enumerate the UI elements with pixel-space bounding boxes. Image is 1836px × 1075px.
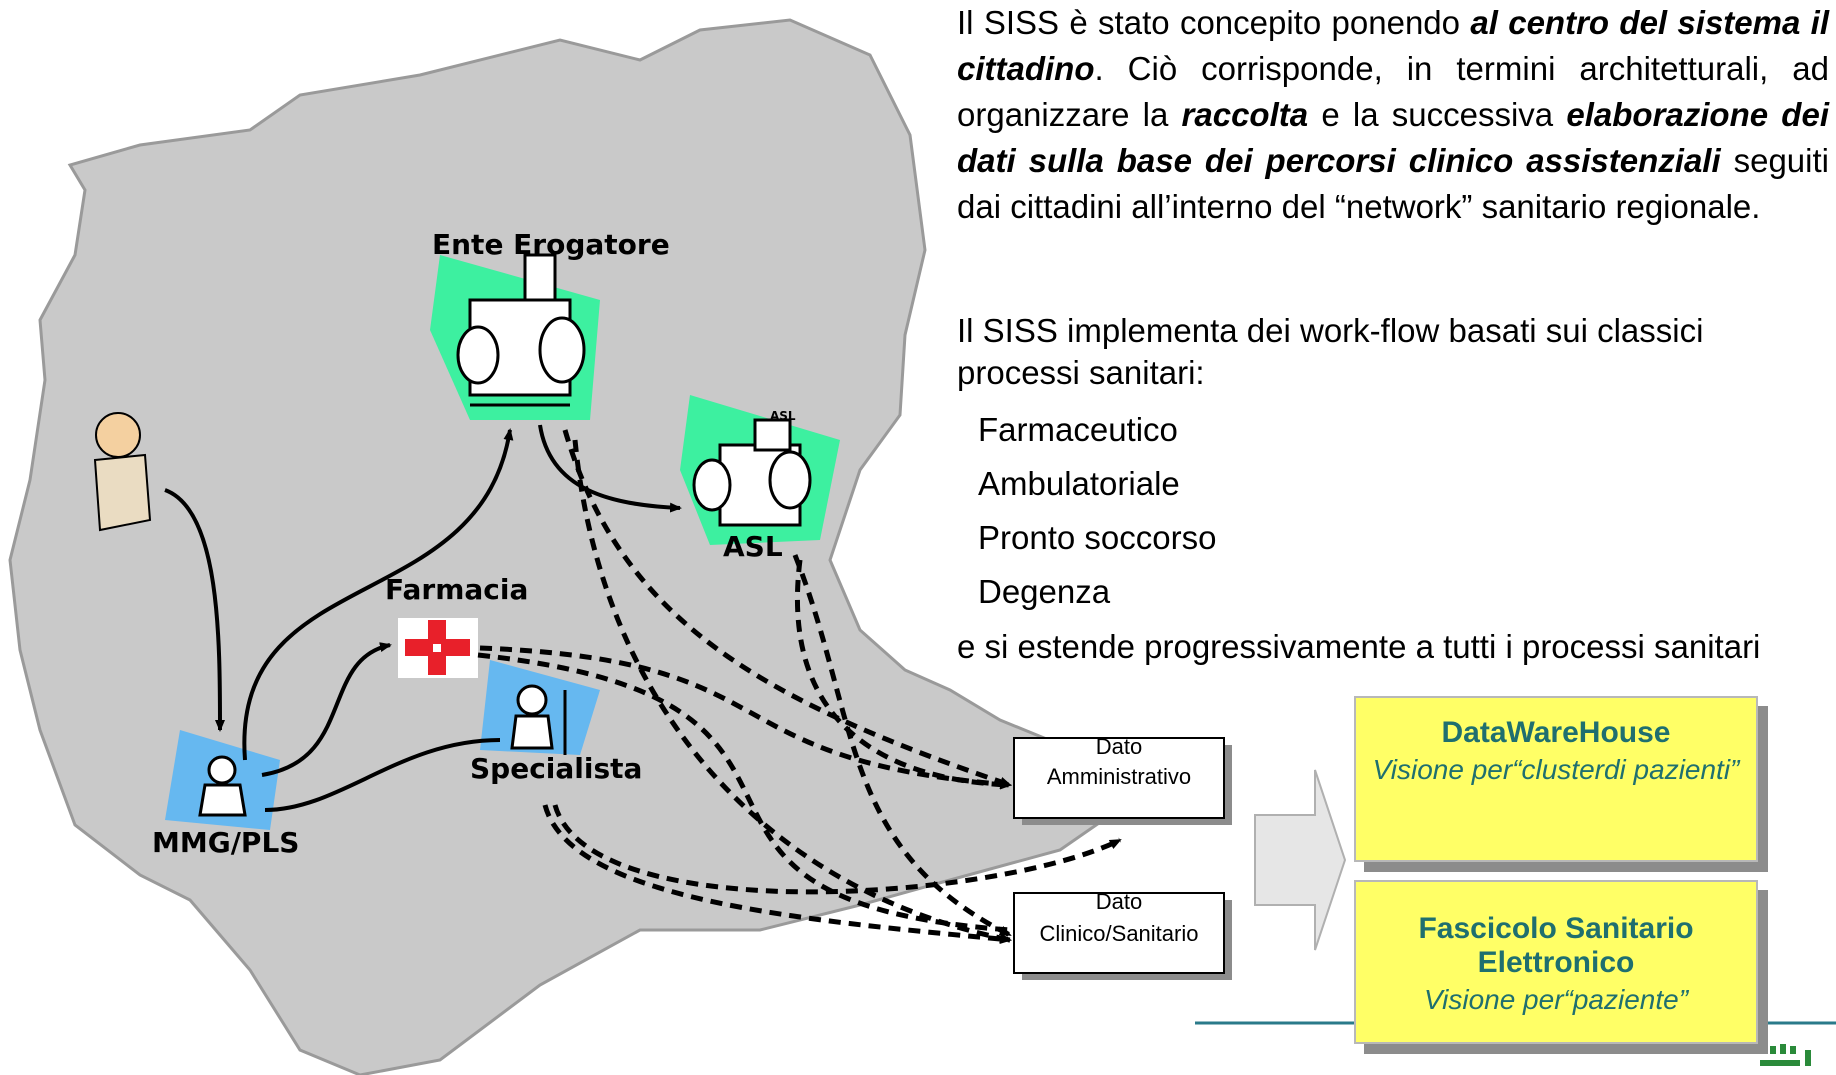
flow-mmg-specialista <box>264 738 501 812</box>
process-item: Farmaceutico <box>978 411 1178 448</box>
box-amministrativo-label: Amministrativo <box>1046 764 1192 789</box>
label-mmg-pls: MMG/PLS <box>152 826 300 859</box>
fascicolo-box: Fascicolo Sanitario Elettronico Visione … <box>1354 880 1758 1044</box>
flow-mmg-ente <box>242 428 514 761</box>
intro-text-4: seguiti dai cittadini all’interno del “n… <box>957 142 1829 225</box>
datawarehouse-title: DataWareHouse <box>1441 716 1671 749</box>
specialista-icon <box>480 660 600 755</box>
box-amministrativo-top: Dato <box>1095 734 1143 759</box>
box-amministrativo <box>1013 737 1225 819</box>
region-map <box>8 18 1127 1075</box>
intro-text-3: e la successiva <box>1308 96 1567 133</box>
label-specialista: Specialista <box>470 752 643 785</box>
flow-specialista-clinico <box>542 804 1012 945</box>
flow-asl-clinico <box>792 554 1012 938</box>
flow-ente-clinico <box>572 439 1012 943</box>
label-asl: ASL <box>723 530 783 563</box>
mmg-pls-icon <box>165 730 280 830</box>
intro-text-1: Il SISS è stato concepito ponendo <box>957 4 1471 41</box>
flow-farmacia-clinico <box>477 652 1011 933</box>
asl-sign: ASL <box>770 409 796 423</box>
label-ente-erogatore: Ente Erogatore <box>432 228 670 261</box>
paragraph-extension: e si estende progressivamente a tutti i … <box>957 628 1761 665</box>
process-item: Ambulatoriale <box>978 465 1180 502</box>
fascicolo-subtitle: Visione per“paziente” <box>1423 984 1689 1015</box>
process-item: Degenza <box>978 573 1111 610</box>
flow-farmacia-amministrativo <box>479 645 1012 790</box>
fascicolo-title: Fascicolo Sanitario Elettronico <box>1418 912 1694 979</box>
intro-bold-1: al centro del sistema il cittadino <box>957 4 1830 87</box>
datawarehouse-subtitle: Visione per“clusterdi pazienti” <box>1372 754 1740 785</box>
farmacia-cross-icon <box>398 618 478 678</box>
patient-icon <box>93 412 152 532</box>
box-clinico-label: Clinico/Sanitario <box>1039 921 1199 946</box>
flow-patient-mmg <box>164 488 225 732</box>
paragraph-workflow: Il SISS implementa dei work-flow basati … <box>957 312 1704 391</box>
box-clinico <box>1013 892 1225 974</box>
flow-specialista-dwh <box>552 804 1122 895</box>
flow-mmg-farmacia <box>261 642 392 777</box>
label-farmacia: Farmacia <box>385 573 529 606</box>
ente-erogatore-icon <box>430 253 600 420</box>
big-arrow-icon <box>1254 769 1347 951</box>
intro-bold-3: elaborazione dei dati sulla base dei per… <box>957 96 1829 179</box>
paragraph-intro: Il SISS è stato concepito ponendo al cen… <box>957 0 1829 230</box>
intro-bold-2: raccolta <box>1181 96 1309 133</box>
asl-icon: ASL <box>680 395 840 545</box>
dashed-flows <box>477 429 1122 945</box>
process-item: Pronto soccorso <box>978 519 1217 556</box>
solid-flows <box>164 424 682 812</box>
intro-text-2: . Ciò corrisponde, in termini architettu… <box>957 50 1829 133</box>
box-clinico-top: Dato <box>1095 889 1143 914</box>
flow-ente-amministrativo <box>562 429 1012 788</box>
datawarehouse-box: DataWareHouse Visione per“clusterdi pazi… <box>1354 696 1758 862</box>
logo-icon <box>1760 1044 1811 1066</box>
